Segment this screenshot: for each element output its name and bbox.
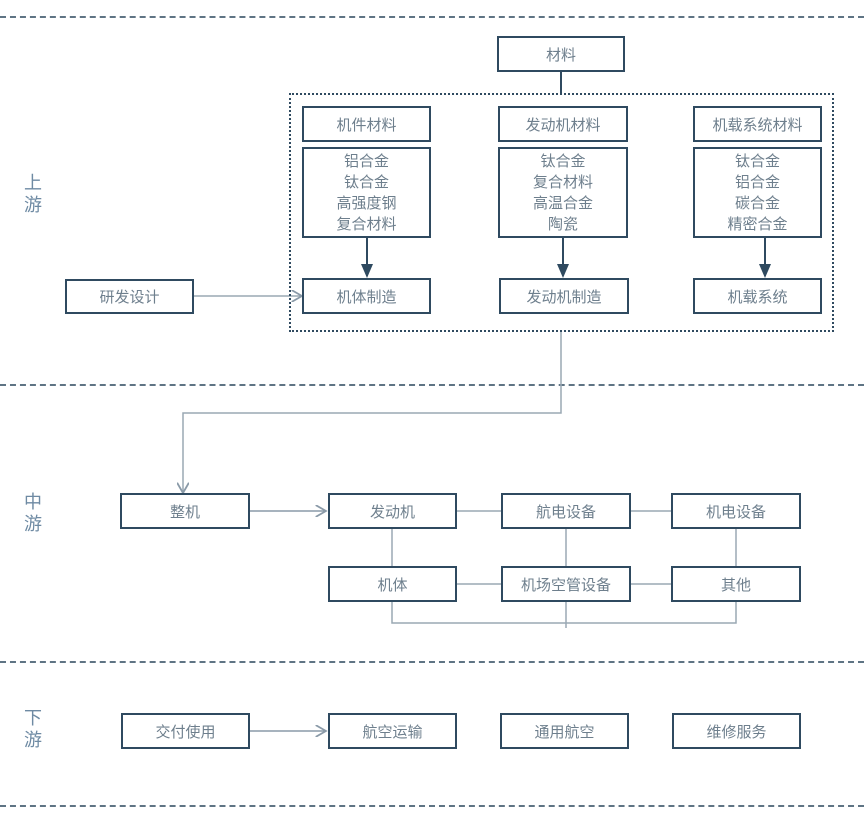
whole-aircraft-box: 整机: [120, 493, 250, 529]
stage-label-midstream: 中游: [24, 492, 42, 535]
material-list-airborne: 钛合金 铝合金 碳合金 精密合金: [693, 147, 822, 238]
stage-divider-top: [0, 16, 864, 18]
material-item: 钛合金: [343, 172, 389, 191]
materials-group-frame: [289, 93, 834, 332]
material-item: 铝合金: [343, 151, 389, 170]
component-engine: 发动机: [328, 493, 457, 529]
stage-label-downstream: 下游: [24, 708, 42, 751]
material-item: 复合材料: [336, 214, 397, 233]
material-list-airframe: 铝合金 钛合金 高强度钢 复合材料: [302, 147, 431, 238]
rnd-design-box: 研发设计: [65, 279, 194, 314]
column-header-engine-materials: 发动机材料: [498, 106, 628, 142]
material-item: 碳合金: [734, 193, 780, 212]
stage-label-upstream: 上游: [24, 173, 42, 216]
output-engine-manufacturing: 发动机制造: [499, 278, 629, 314]
service-maintenance: 维修服务: [672, 713, 801, 749]
component-other: 其他: [671, 566, 801, 602]
component-electromechanical: 机电设备: [671, 493, 801, 529]
service-general-aviation: 通用航空: [500, 713, 629, 749]
delivery-box: 交付使用: [121, 713, 250, 749]
material-item: 铝合金: [734, 172, 780, 191]
service-air-transport: 航空运输: [328, 713, 457, 749]
component-airport-atc-equipment: 机场空管设备: [501, 566, 631, 602]
material-item: 钛合金: [734, 151, 780, 170]
material-item: 复合材料: [532, 172, 593, 191]
output-airborne-systems: 机载系统: [693, 278, 822, 314]
material-item: 钛合金: [540, 151, 586, 170]
material-item: 高温合金: [532, 193, 593, 212]
material-list-engine: 钛合金 复合材料 高温合金 陶瓷: [498, 147, 628, 238]
stage-divider-upper-mid: [0, 384, 864, 386]
column-header-airframe-materials: 机件材料: [302, 106, 431, 142]
arrow-upstream-to-whole-aircraft: [183, 331, 562, 493]
material-item: 精密合金: [727, 214, 788, 233]
material-item: 高强度钢: [336, 193, 397, 212]
column-header-airborne-system-materials: 机载系统材料: [693, 106, 822, 142]
output-airframe-manufacturing: 机体制造: [302, 278, 431, 314]
component-airframe: 机体: [328, 566, 457, 602]
component-avionics: 航电设备: [501, 493, 631, 529]
material-item: 陶瓷: [547, 214, 578, 233]
materials-box: 材料: [497, 36, 625, 72]
stage-divider-mid-lower: [0, 661, 864, 663]
stage-divider-bottom: [0, 805, 864, 807]
